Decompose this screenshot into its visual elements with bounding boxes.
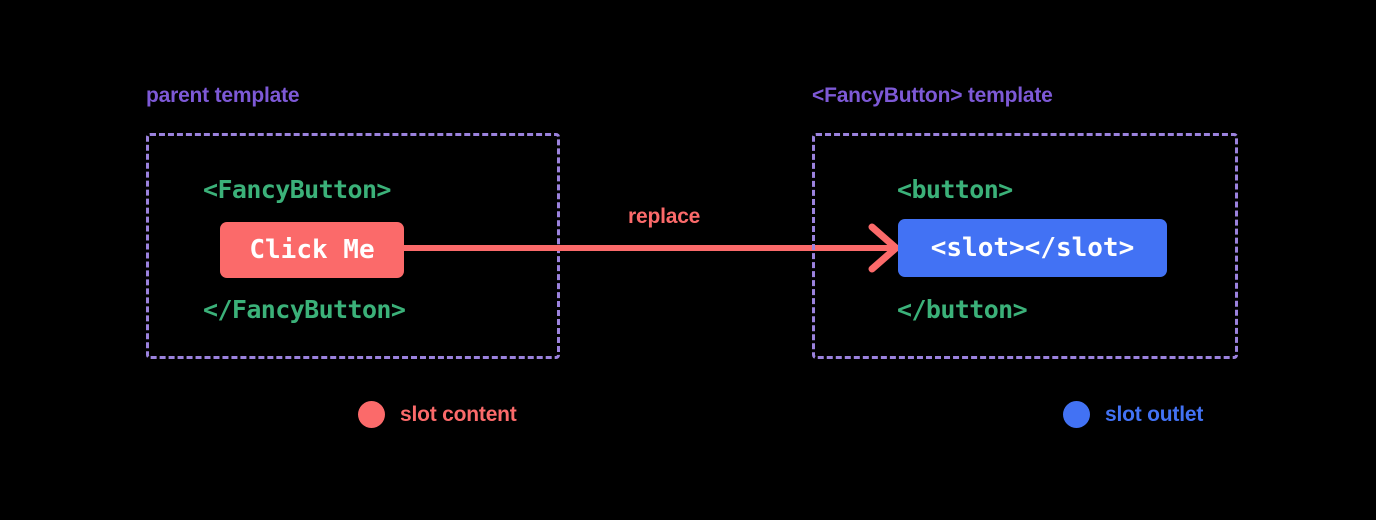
replace-label: replace bbox=[628, 205, 701, 228]
parent-close-tag: </FancyButton> bbox=[203, 295, 406, 324]
legend-item-slot-content: slot content bbox=[358, 401, 517, 428]
parent-open-tag: <FancyButton> bbox=[203, 175, 391, 204]
legend-label-slot-outlet: slot outlet bbox=[1105, 402, 1204, 426]
fancybutton-template-title: <FancyButton> template bbox=[812, 84, 1053, 107]
button-open-tag: <button> bbox=[897, 175, 1013, 204]
button-close-tag: </button> bbox=[897, 295, 1028, 324]
circle-icon bbox=[358, 401, 385, 428]
fancybutton-template-box bbox=[812, 133, 1238, 359]
circle-icon bbox=[1063, 401, 1090, 428]
legend-label-slot-content: slot content bbox=[400, 402, 517, 426]
parent-template-title: parent template bbox=[146, 84, 300, 107]
slot-content-chip[interactable]: Click Me bbox=[220, 222, 404, 278]
slot-outlet-chip[interactable]: <slot></slot> bbox=[898, 219, 1167, 277]
legend-item-slot-outlet: slot outlet bbox=[1063, 401, 1203, 428]
